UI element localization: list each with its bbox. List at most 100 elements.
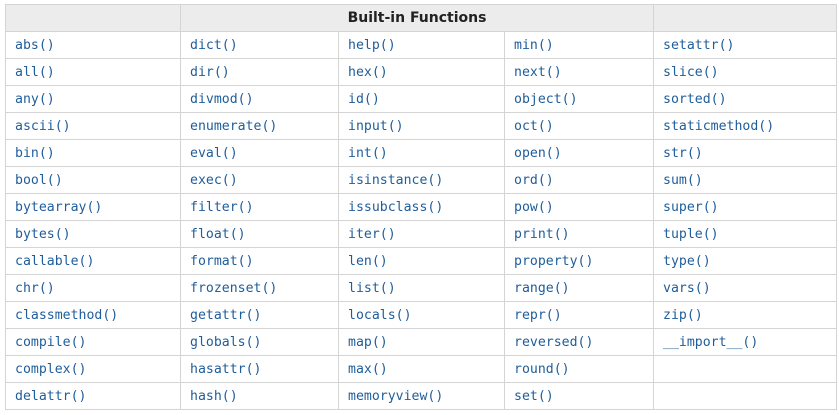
function-cell: hex() [338,58,505,86]
function-link[interactable]: pow() [514,199,554,215]
function-link[interactable]: reversed() [514,334,594,350]
function-link[interactable]: sorted() [663,91,727,107]
function-link[interactable]: format() [190,253,254,269]
table-row: callable() format() len() property() type() [5,247,838,275]
function-link[interactable]: abs() [15,37,55,53]
table-row: bytearray() filter() issubclass() pow() supe… [5,193,838,221]
function-cell: dir() [180,58,339,86]
function-link[interactable]: object() [514,91,578,107]
function-link[interactable]: complex() [15,361,87,377]
function-cell: exec() [180,166,339,194]
function-cell: pow() [503,193,655,221]
function-cell: enumerate() [180,112,339,140]
function-link[interactable]: ascii() [15,118,71,134]
function-link[interactable]: hex() [348,64,388,80]
function-link[interactable]: open() [514,145,562,161]
function-link[interactable]: super() [663,199,719,215]
function-link[interactable]: round() [514,361,570,377]
function-cell: dict() [180,31,339,59]
function-link[interactable]: property() [514,253,594,269]
function-link[interactable]: exec() [190,172,238,188]
function-link[interactable]: divmod() [190,91,254,107]
function-link[interactable]: enumerate() [190,118,278,134]
function-cell: __import__() [653,328,838,356]
function-link[interactable]: hash() [190,388,238,404]
function-cell: complex() [5,355,181,383]
function-cell: eval() [180,139,339,167]
function-link[interactable]: callable() [15,253,95,269]
function-link[interactable]: isinstance() [348,172,444,188]
function-cell: str() [653,139,838,167]
function-link[interactable]: hasattr() [190,361,262,377]
function-link[interactable]: all() [15,64,55,80]
function-cell: issubclass() [338,193,505,221]
function-link[interactable]: frozenset() [190,280,278,296]
function-link[interactable]: type() [663,253,711,269]
function-cell: bool() [5,166,181,194]
function-link[interactable]: locals() [348,307,412,323]
function-link[interactable]: slice() [663,64,719,80]
function-cell: setattr() [653,31,838,59]
function-cell: frozenset() [180,274,339,302]
function-cell: reversed() [503,328,655,356]
function-link[interactable]: print() [514,226,570,242]
function-link[interactable]: bytearray() [15,199,103,215]
header-empty-cell [5,4,181,32]
function-link[interactable]: issubclass() [348,199,444,215]
function-link[interactable]: compile() [15,334,87,350]
function-link[interactable]: min() [514,37,554,53]
function-cell: slice() [653,58,838,86]
function-link[interactable]: memoryview() [348,388,444,404]
table-row: bool() exec() isinstance() ord() sum() [5,166,838,194]
function-link[interactable]: repr() [514,307,562,323]
function-cell: vars() [653,274,838,302]
function-link[interactable]: id() [348,91,380,107]
function-link[interactable]: str() [663,145,703,161]
function-link[interactable]: range() [514,280,570,296]
function-link[interactable]: vars() [663,280,711,296]
function-link[interactable]: float() [190,226,246,242]
function-link[interactable]: delattr() [15,388,87,404]
function-link[interactable]: next() [514,64,562,80]
function-link[interactable]: any() [15,91,55,107]
function-link[interactable]: bytes() [15,226,71,242]
function-cell: tuple() [653,220,838,248]
function-link[interactable]: int() [348,145,388,161]
function-link[interactable]: filter() [190,199,254,215]
function-link[interactable]: globals() [190,334,262,350]
function-link[interactable]: set() [514,388,554,404]
function-link[interactable]: iter() [348,226,396,242]
function-link[interactable]: dict() [190,37,238,53]
function-cell: open() [503,139,655,167]
function-link[interactable]: classmethod() [15,307,119,323]
function-cell: sum() [653,166,838,194]
function-link[interactable]: map() [348,334,388,350]
function-link[interactable]: max() [348,361,388,377]
function-link[interactable]: tuple() [663,226,719,242]
function-cell: repr() [503,301,655,329]
function-link[interactable]: input() [348,118,404,134]
function-link[interactable]: __import__() [663,334,759,350]
function-link[interactable]: setattr() [663,37,735,53]
table-row: classmethod() getattr() locals() repr() zip(… [5,301,838,329]
function-cell: isinstance() [338,166,505,194]
function-link[interactable]: len() [348,253,388,269]
function-link[interactable]: staticmethod() [663,118,775,134]
function-link[interactable]: bin() [15,145,55,161]
function-link[interactable]: getattr() [190,307,262,323]
function-link[interactable]: list() [348,280,396,296]
function-link[interactable]: zip() [663,307,703,323]
function-cell: zip() [653,301,838,329]
function-link[interactable]: eval() [190,145,238,161]
function-cell: object() [503,85,655,113]
table-body: abs() dict() help() min() setattr() all() dir(… [5,31,838,410]
table-row: any() divmod() id() object() sorted() [5,85,838,113]
function-link[interactable]: sum() [663,172,703,188]
function-cell: float() [180,220,339,248]
function-link[interactable]: dir() [190,64,230,80]
function-link[interactable]: oct() [514,118,554,134]
function-link[interactable]: ord() [514,172,554,188]
function-link[interactable]: bool() [15,172,63,188]
function-link[interactable]: help() [348,37,396,53]
function-link[interactable]: chr() [15,280,55,296]
